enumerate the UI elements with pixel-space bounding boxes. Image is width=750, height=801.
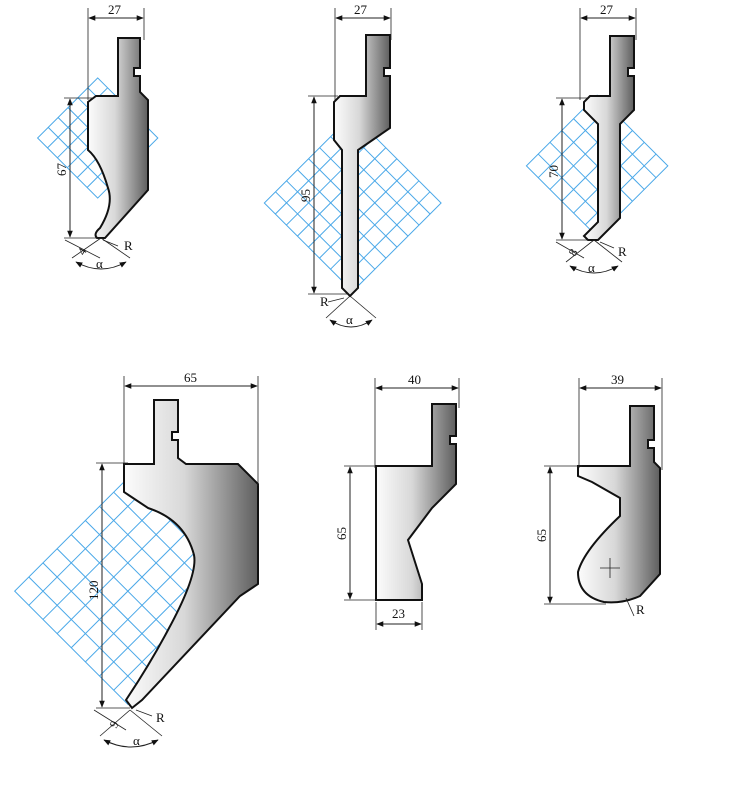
tool-5-bottom-label: 23 <box>392 606 405 621</box>
tool-4-group: 65 120 9 R α <box>13 370 259 748</box>
tool-3-radius-label: R <box>618 244 627 259</box>
tool-3-angle-label: α <box>588 260 595 275</box>
tool-5-width-label: 40 <box>408 372 421 387</box>
tool-6-profile <box>576 405 661 604</box>
tool-3-height-label: 70 <box>546 165 561 178</box>
tool-3-width-label: 27 <box>600 2 614 17</box>
tool-1-group: 27 67 4 R α <box>36 2 159 271</box>
tool-3-profile <box>582 35 635 241</box>
tool-1-radius-label: R <box>124 238 133 253</box>
tool-6-width-label: 39 <box>611 372 624 387</box>
tool-4-radius-label: R <box>156 710 165 725</box>
tool-2-angle-label: α <box>346 312 353 327</box>
tool-4-width-label: 65 <box>184 370 197 385</box>
tool-2-width-label: 27 <box>354 2 368 17</box>
tool-1-profile <box>87 37 149 239</box>
tool-5-height-label: 65 <box>334 527 349 540</box>
tool-4-height-label: 120 <box>86 581 101 601</box>
tool-6-group: 39 65 R <box>534 372 663 617</box>
tool-5-profile <box>375 403 457 601</box>
tool-3-group: 27 70 8 R α <box>525 2 669 275</box>
tool-1-height-label: 67 <box>54 163 69 177</box>
tool-2-radius-label: R <box>320 294 329 309</box>
tool-6-height-label: 65 <box>534 529 549 542</box>
tool-2-height-label: 95 <box>298 189 313 202</box>
tool-1-angle-label: α <box>96 256 103 271</box>
tool-5-group: 40 65 23 <box>334 372 460 630</box>
tool-1-width-label: 27 <box>108 2 122 17</box>
tool-4-angle-label: α <box>133 733 140 748</box>
tool-6-radius-label: R <box>636 602 645 617</box>
tool-4-profile <box>123 399 259 710</box>
tool-2-group: 27 95 R α <box>263 2 442 328</box>
tool-2-profile <box>333 34 391 298</box>
